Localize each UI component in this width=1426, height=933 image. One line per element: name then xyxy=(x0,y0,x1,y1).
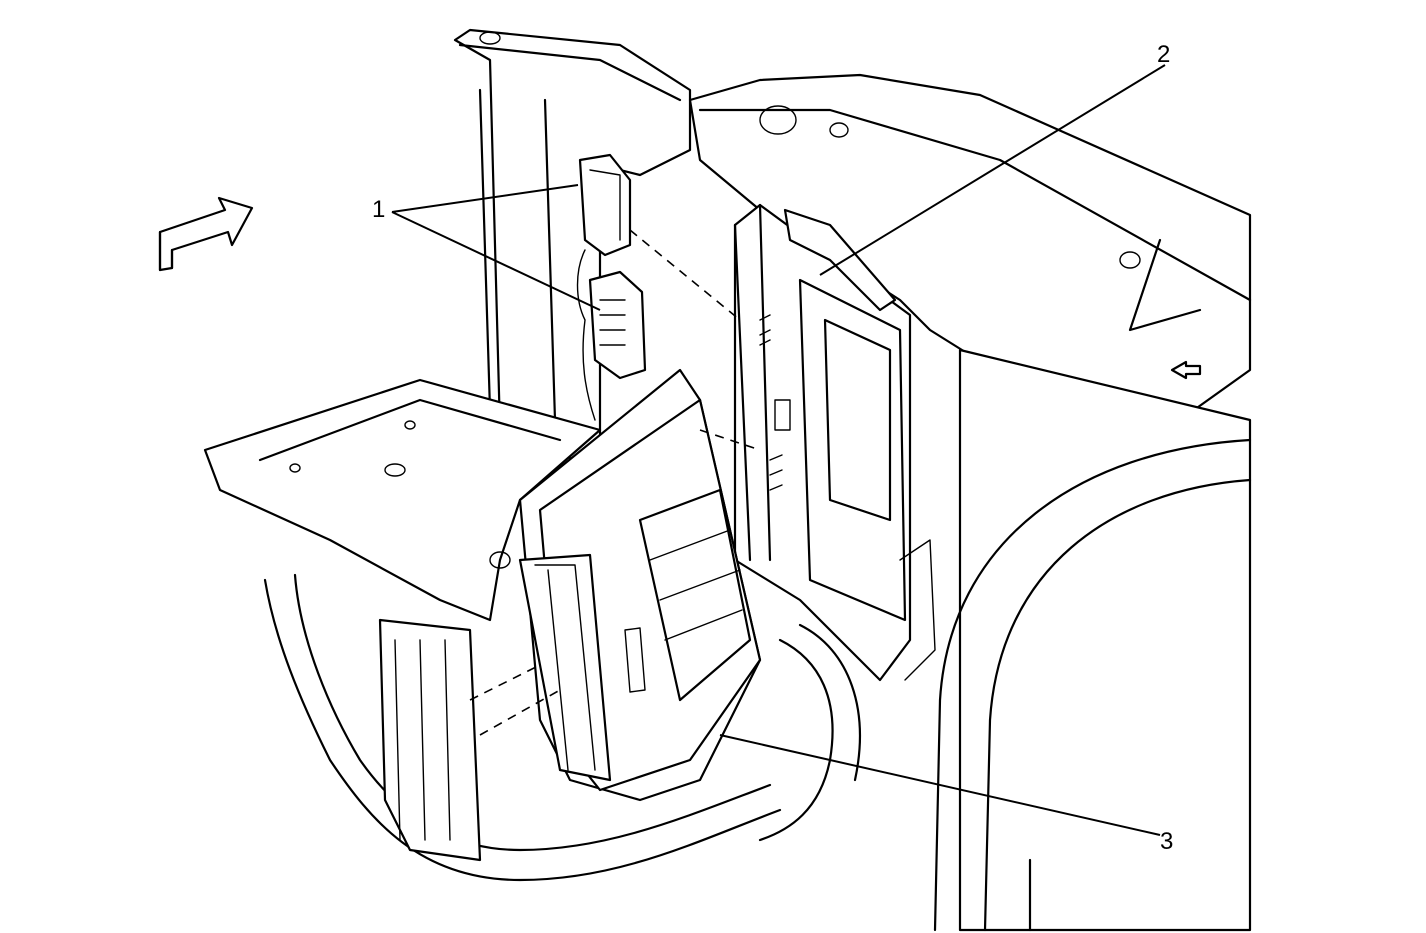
small-direction-arrow-icon xyxy=(1170,360,1202,380)
leader-line-1a xyxy=(391,184,579,213)
upper-module xyxy=(733,203,936,682)
direction-arrow-icon xyxy=(158,196,254,272)
lower-module xyxy=(518,368,762,802)
callout-3: 3 xyxy=(1160,828,1174,855)
connector-lower xyxy=(576,249,647,421)
callout-1: 1 xyxy=(372,196,386,223)
right-housing xyxy=(933,348,1252,932)
shelf-plate xyxy=(203,378,602,622)
mounting-pillar xyxy=(453,28,692,472)
leader-line-2 xyxy=(819,64,1166,276)
callout-2: 2 xyxy=(1157,41,1171,68)
wiring-harness xyxy=(263,573,861,882)
installation-guides xyxy=(469,229,761,736)
leader-line-1b xyxy=(391,211,601,311)
leader-line-3 xyxy=(719,734,1161,836)
connector-upper xyxy=(578,153,632,257)
leader-lines xyxy=(391,64,1166,836)
